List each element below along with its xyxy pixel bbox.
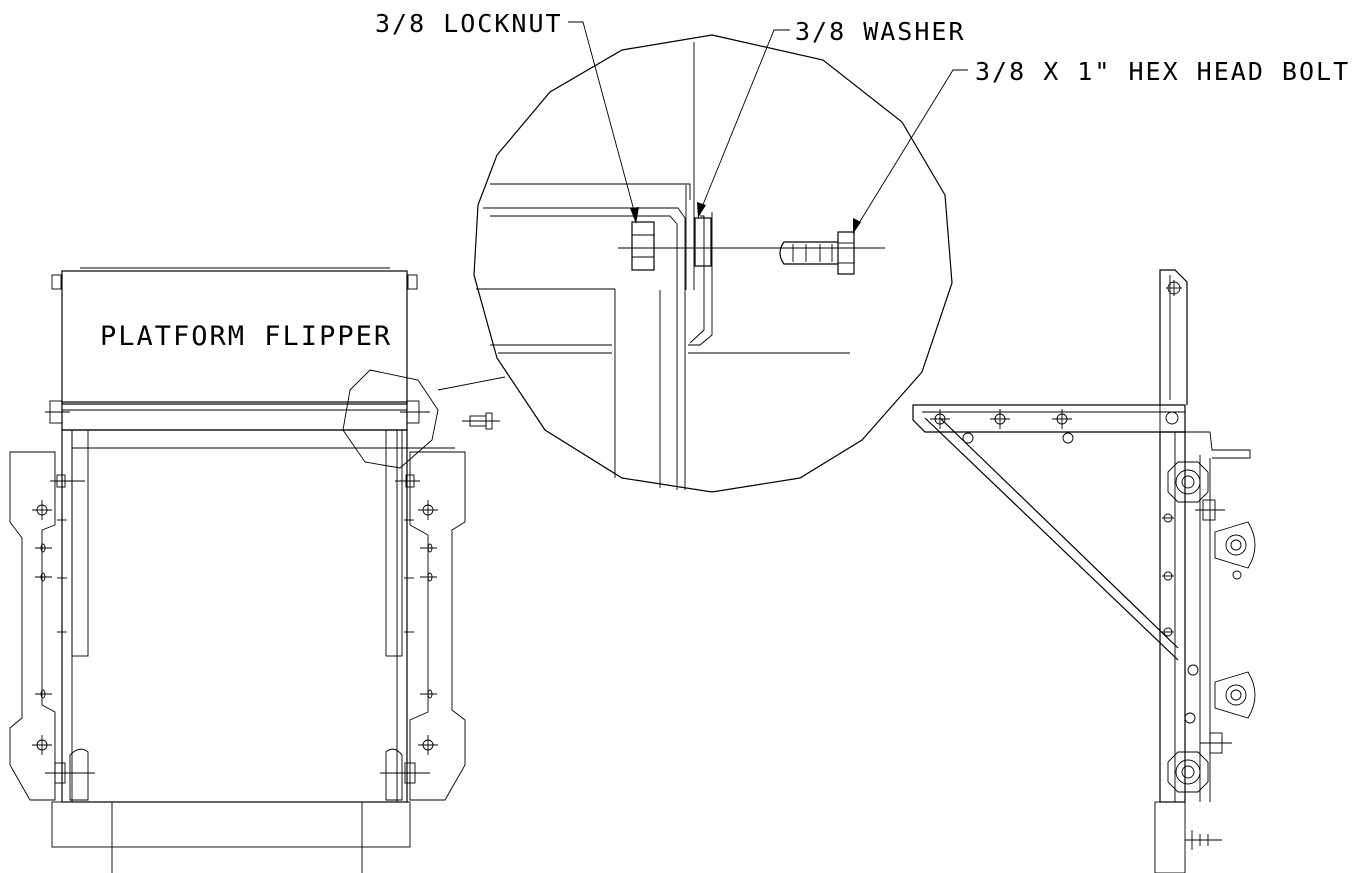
frame-body — [61, 429, 408, 803]
locknut-shape — [631, 221, 655, 271]
small-bolt — [462, 412, 500, 430]
leader-bolt — [855, 69, 968, 229]
platform-cover — [61, 270, 408, 405]
front-view: PLATFORM FLIPPER — [9, 267, 500, 873]
detail-outline — [473, 34, 953, 493]
leader-washer — [699, 29, 790, 213]
side-view — [912, 269, 1256, 873]
detail-marker — [342, 369, 439, 469]
leader-locknut-arrow — [630, 207, 639, 224]
label-bolt: 3/8 X 1" HEX HEAD BOLT — [975, 57, 1350, 86]
detail-connector — [437, 376, 506, 391]
leader-lines — [568, 21, 968, 234]
leader-bolt-arrow — [853, 218, 861, 234]
detail-view — [437, 34, 953, 493]
washer-shape — [694, 217, 712, 267]
platform-arm — [912, 404, 1186, 433]
label-platform: PLATFORM FLIPPER — [100, 321, 392, 352]
diagonal-brace — [924, 417, 1179, 661]
leader-locknut — [568, 21, 637, 219]
bottom-rollers — [45, 748, 430, 801]
callout-labels: 3/8 LOCKNUT 3/8 WASHER 3/8 X 1" HEX HEAD… — [375, 9, 1350, 86]
vertical-post — [1159, 431, 1186, 803]
label-washer: 3/8 WASHER — [795, 17, 966, 46]
right-bracket — [409, 451, 466, 801]
leader-washer-arrow — [697, 202, 706, 218]
hex-bolt-shape — [779, 231, 855, 275]
left-bracket — [9, 451, 56, 801]
label-locknut: 3/8 LOCKNUT — [375, 9, 563, 38]
base-block — [51, 801, 411, 848]
side-base — [1154, 801, 1186, 873]
side-rollers — [1167, 461, 1256, 793]
